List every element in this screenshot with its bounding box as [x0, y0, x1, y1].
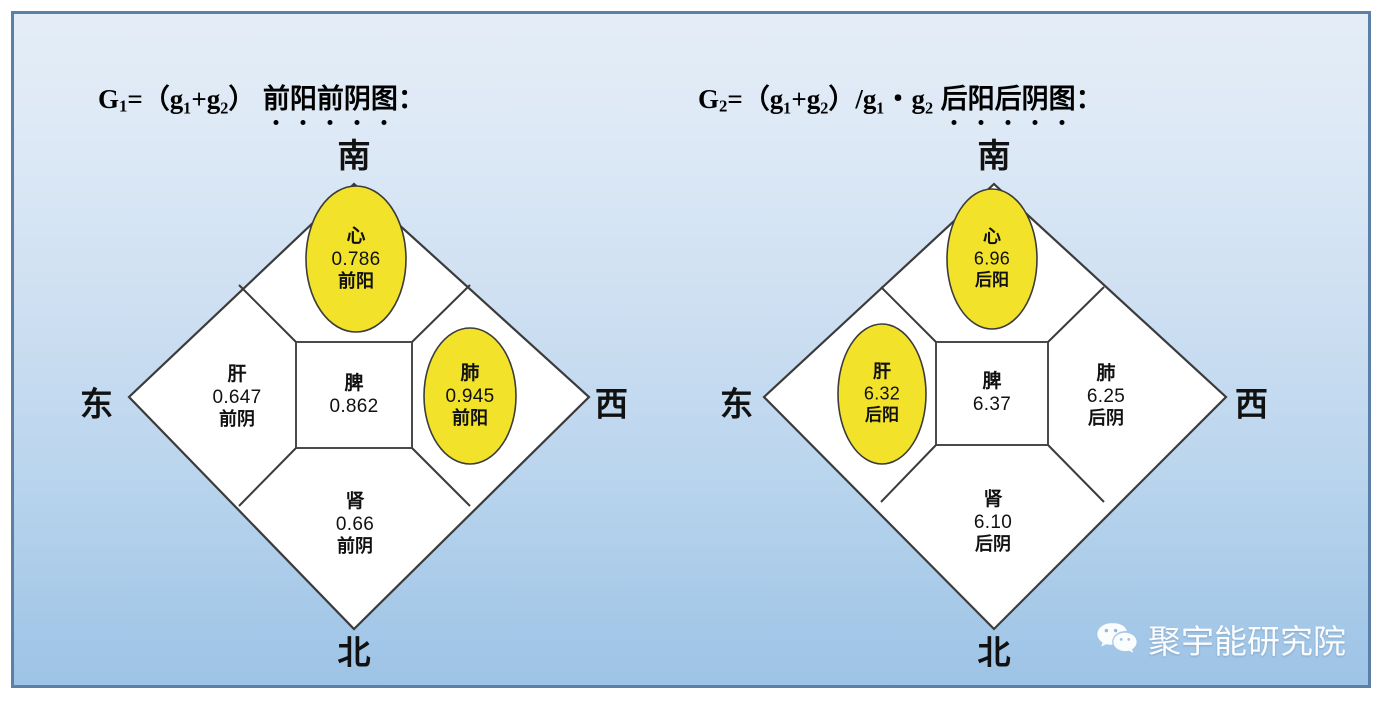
node-spleen[interactable]: 脾 6.37 — [973, 370, 1011, 416]
node-organ: 脾 — [344, 372, 364, 394]
direction-label-south: 北 — [977, 634, 1011, 671]
right-title-label: 后阳后阴图： — [941, 84, 1103, 114]
spoke-nw — [880, 286, 937, 343]
spoke-se — [411, 447, 471, 507]
node-value: 6.25 — [1086, 386, 1126, 408]
title-char: 阳 — [968, 77, 995, 116]
wechat-watermark: 聚宇能研究院 — [1096, 615, 1346, 663]
node-phase: 前阴 — [218, 409, 255, 430]
node-liver[interactable]: 肝 0.647 前阴 — [212, 363, 261, 431]
spoke-nw — [238, 284, 297, 343]
title-char: 图 — [371, 77, 398, 116]
node-organ: 脾 — [982, 370, 1002, 392]
node-phase: 后阴 — [1088, 408, 1124, 429]
node-spleen[interactable]: 脾 0.862 — [329, 372, 378, 418]
node-organ: 肺 — [1096, 362, 1116, 384]
node-organ: 肺 — [460, 362, 480, 384]
highlight-ellipse-heart — [305, 185, 407, 333]
node-kidney[interactable]: 肾 6.10 后阴 — [974, 488, 1012, 556]
direction-label-west: 西 — [595, 385, 628, 423]
title-char: 阴 — [1022, 77, 1049, 116]
direction-label-south: 北 — [337, 634, 371, 671]
left-title-formula: G1=（g₁+g₂） — [98, 84, 256, 116]
title-char: 后 — [995, 77, 1022, 116]
left-diagram: 南 北 东 西 心 0.786 前阳 肝 0.647 前阴 脾 0.862 肺 … — [74, 139, 634, 669]
node-phase: 后阳 — [864, 405, 899, 425]
highlight-ellipse-liver — [837, 323, 927, 465]
slide-canvas: G1=（g₁+g₂） 前阳前阴图： G2=（g₁+g₂）/g₁・g₂ 后阳后阴图… — [11, 11, 1371, 688]
node-phase: 前阳 — [337, 271, 374, 292]
left-title-label: 前阳前阴图： — [263, 84, 425, 114]
title-char: 阳 — [290, 77, 317, 116]
node-kidney[interactable]: 肾 0.66 前阴 — [336, 490, 374, 558]
spoke-sw — [880, 444, 937, 503]
node-phase: 后阴 — [975, 534, 1011, 555]
direction-label-north: 南 — [977, 137, 1011, 174]
title-char: 阴 — [344, 77, 371, 116]
node-lung[interactable]: 肺 0.945 前阳 — [445, 362, 494, 430]
right-diagram-graphic — [762, 182, 1228, 631]
title-char: 前 — [263, 77, 290, 116]
node-lung[interactable]: 肺 6.25 后阴 — [1087, 362, 1125, 430]
node-organ: 肝 — [872, 361, 891, 382]
direction-label-north: 南 — [337, 137, 371, 174]
right-diagram-title: G2=（g₁+g₂）/g₁・g₂ 后阳后阴图： — [698, 77, 1103, 117]
direction-label-west: 西 — [1235, 385, 1268, 423]
node-phase: 前阴 — [337, 536, 373, 557]
right-diagram: 南 北 东 西 心 6.96 后阳 肝 6.32 后阳 脾 6.37 肺 6.2… — [714, 139, 1274, 669]
left-diagram-title: G1=（g₁+g₂） 前阳前阴图： — [98, 77, 425, 117]
node-value: 0.862 — [329, 396, 379, 417]
right-title-formula: G2=（g₁+g₂）/g₁・g₂ — [698, 84, 934, 116]
wechat-account-name: 聚宇能研究院 — [1148, 623, 1346, 660]
node-organ: 肝 — [227, 363, 247, 385]
spoke-ne — [411, 284, 471, 343]
left-diagram-graphic — [127, 182, 591, 631]
node-phase: 前阳 — [451, 408, 488, 429]
spoke-sw — [238, 447, 297, 507]
center-square — [295, 341, 413, 449]
direction-label-east: 东 — [80, 385, 113, 423]
title-char: 前 — [317, 77, 344, 116]
node-heart[interactable]: 心 0.786 前阳 — [331, 225, 380, 293]
node-value: 6.96 — [973, 248, 1011, 269]
node-organ: 心 — [982, 226, 1001, 247]
node-value: 6.37 — [972, 394, 1012, 415]
node-organ: 肾 — [345, 490, 365, 512]
node-value: 6.10 — [973, 512, 1013, 534]
node-value: 6.32 — [863, 383, 901, 404]
node-organ: 心 — [346, 225, 366, 247]
node-organ: 肾 — [983, 488, 1003, 510]
title-suffix: ： — [397, 84, 425, 114]
highlight-ellipse-heart — [946, 188, 1038, 330]
node-heart[interactable]: 心 6.96 后阳 — [974, 227, 1010, 292]
highlight-ellipse-lung — [423, 327, 517, 465]
spoke-ne — [1047, 286, 1105, 343]
center-square — [935, 341, 1049, 446]
node-value: 0.66 — [335, 514, 375, 536]
title-char: 图 — [1049, 77, 1076, 116]
direction-label-east: 东 — [720, 385, 753, 423]
node-phase: 后阳 — [974, 270, 1009, 290]
node-value: 0.647 — [212, 387, 262, 409]
title-char: 后 — [941, 77, 968, 116]
node-value: 0.945 — [445, 386, 495, 408]
node-liver[interactable]: 肝 6.32 后阳 — [864, 362, 900, 427]
title-suffix: ： — [1075, 84, 1103, 114]
wechat-icon — [1096, 622, 1138, 656]
node-value: 0.786 — [331, 249, 381, 271]
spoke-se — [1047, 444, 1105, 503]
